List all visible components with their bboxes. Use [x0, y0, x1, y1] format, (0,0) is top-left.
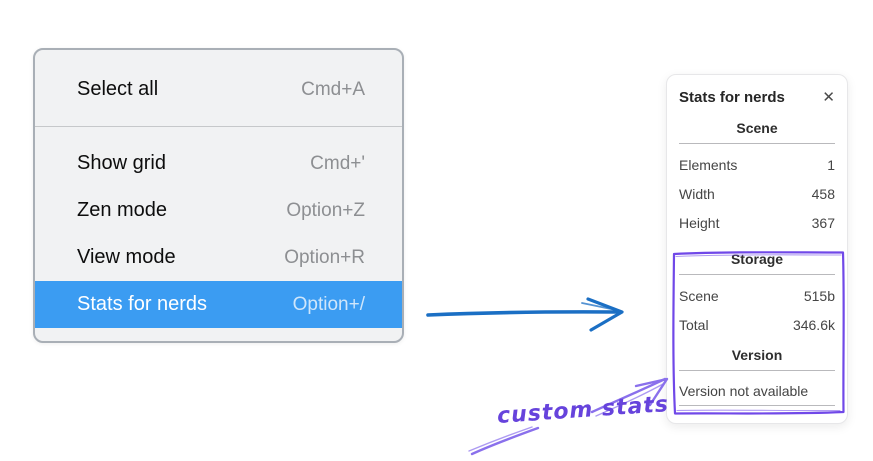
menu-item-label: Select all [77, 78, 159, 100]
stat-label: Elements [679, 156, 738, 173]
menu-item-shortcut: Option+R [284, 246, 365, 268]
stat-value: 458 [811, 185, 835, 202]
menu-item-shortcut: Option+Z [286, 199, 365, 221]
stat-value: 367 [811, 214, 835, 231]
menu-item-shortcut: Cmd+A [301, 78, 365, 100]
menu-item-label: View mode [77, 246, 176, 268]
scene-rows: Elements 1 Width 458 Height 367 [679, 150, 835, 237]
stats-panel: Stats for nerds ✕ Scene Elements 1 Width… [666, 74, 848, 424]
stat-value: 1 [827, 156, 835, 173]
divider [679, 143, 835, 144]
stats-panel-title: Stats for nerds [679, 89, 785, 106]
menu-item-shortcut: Cmd+' [310, 152, 365, 174]
annotation-label: custom stats [496, 392, 670, 429]
menu-item-show-grid[interactable]: Show grid Cmd+' [35, 140, 402, 187]
stat-row-elements: Elements 1 [679, 150, 835, 179]
stat-value: 515b [803, 287, 835, 304]
menu-item-label: Stats for nerds [77, 293, 208, 315]
menu-item-stats-for-nerds[interactable]: Stats for nerds Option+/ [35, 281, 402, 328]
stat-row-total-size: Total 346.6k [679, 310, 835, 339]
stat-row-scene-size: Scene 515b [679, 281, 835, 310]
close-icon[interactable]: ✕ [822, 89, 835, 106]
menu-item-zen-mode[interactable]: Zen mode Option+Z [35, 187, 402, 234]
menu-item-label: Show grid [77, 152, 166, 174]
stat-row-height: Height 367 [679, 208, 835, 237]
divider [679, 274, 835, 275]
version-rows: Version not available [679, 377, 835, 405]
menu-item-select-all[interactable]: Select all Cmd+A [35, 66, 402, 113]
divider [679, 370, 835, 371]
menu-separator [35, 126, 402, 127]
divider [679, 405, 835, 406]
stat-row-width: Width 458 [679, 179, 835, 208]
stat-label: Height [679, 214, 720, 231]
menu-item-label: Zen mode [77, 199, 168, 221]
version-note: Version not available [679, 383, 809, 399]
section-heading-scene: Scene [736, 120, 778, 136]
section-heading-storage: Storage [730, 251, 784, 267]
stat-value: 346.6k [792, 316, 835, 333]
stat-label: Scene [679, 287, 719, 304]
context-menu: Select all Cmd+A Show grid Cmd+' Zen mod… [33, 48, 404, 343]
menu-item-shortcut: Option+/ [292, 293, 365, 315]
menu-item-view-mode[interactable]: View mode Option+R [35, 234, 402, 281]
stat-label: Total [679, 316, 709, 333]
stats-panel-header: Stats for nerds ✕ [679, 89, 835, 106]
storage-rows: Scene 515b Total 346.6k [679, 281, 835, 339]
section-heading-version: Version [731, 347, 783, 363]
stat-label: Width [679, 185, 715, 202]
blue-arrow [426, 297, 624, 332]
